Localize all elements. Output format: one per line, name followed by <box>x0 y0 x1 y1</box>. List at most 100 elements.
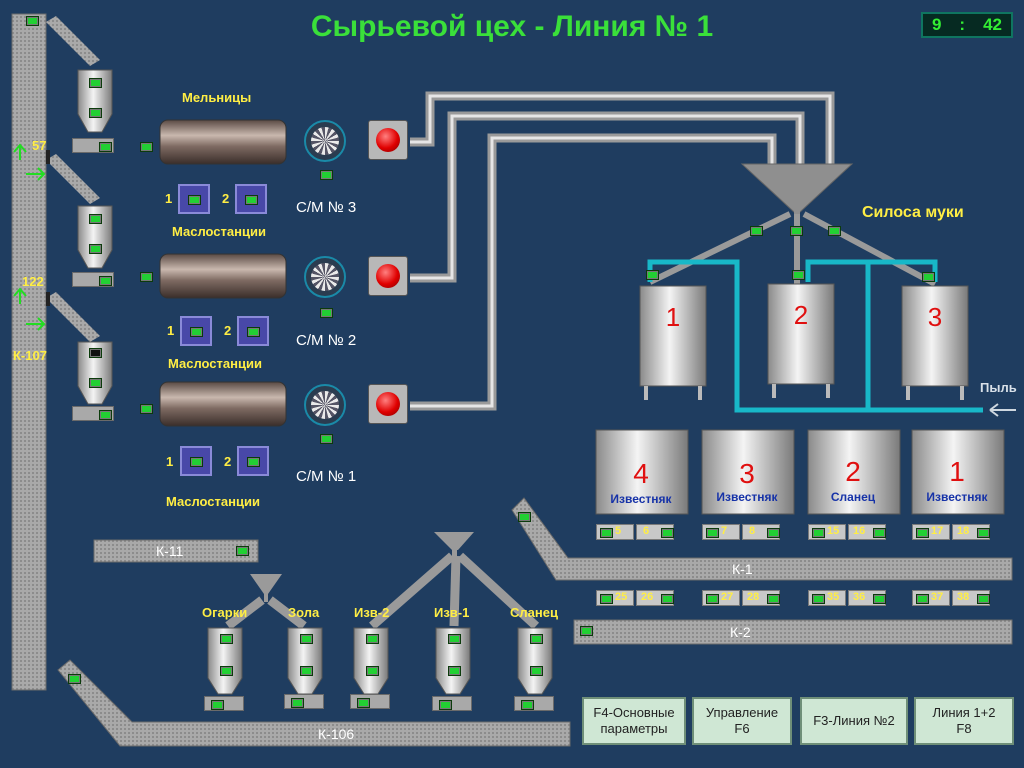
gate-cell[interactable]: 26 <box>636 590 674 606</box>
clock-hours: 9 <box>931 15 942 34</box>
feeder-number: 15 <box>827 525 840 537</box>
hopper-ogarki <box>207 627 243 695</box>
flour-silo-3-led[interactable] <box>922 272 935 282</box>
silo1-feeder[interactable] <box>72 138 114 153</box>
hopper-izv2-led-top[interactable] <box>366 634 379 644</box>
bunker-3 <box>701 429 795 515</box>
gate-pair-bunker2: 35 36 <box>808 590 886 606</box>
flour-branch-1-led[interactable] <box>750 226 763 236</box>
hopper-zola-led-bottom[interactable] <box>300 666 313 676</box>
f3-line2-button[interactable]: F3-Линия №2 <box>800 697 908 745</box>
gate-cell[interactable]: 35 <box>808 590 846 606</box>
hopper-ogarki-feeder[interactable] <box>204 696 244 711</box>
feeder-cell[interactable]: 17 <box>912 524 950 540</box>
hopper-ogarki-led-bottom[interactable] <box>220 666 233 676</box>
silo1-led-bottom[interactable] <box>89 108 102 118</box>
flour-silo-1-led[interactable] <box>646 270 659 280</box>
feeder-cell[interactable]: 8 <box>742 524 780 540</box>
mill3-oilstation-1-led <box>188 195 201 205</box>
mill1-fan-icon[interactable] <box>304 384 346 426</box>
feeder-number: 16 <box>853 525 866 537</box>
mill3-oilstation-2[interactable] <box>235 184 267 214</box>
silo3-feeder[interactable] <box>72 406 114 421</box>
mill3-oilstation-1[interactable] <box>178 184 210 214</box>
f8-line1-2-button[interactable]: Линия 1+2 F8 <box>914 697 1014 745</box>
mill2-stop-button[interactable] <box>368 256 408 296</box>
hopper-izv2-feeder[interactable] <box>350 694 390 709</box>
mill1-stop-button[interactable] <box>368 384 408 424</box>
hopper-zola-led-top[interactable] <box>300 634 313 644</box>
flour-silo-2-led[interactable] <box>792 270 805 280</box>
mill1-oil-label: Маслостанции <box>166 494 260 509</box>
mill3-stop-button[interactable] <box>368 120 408 160</box>
mill3-fan-icon[interactable] <box>304 120 346 162</box>
mill3-fan-led[interactable] <box>320 170 333 180</box>
mill2-oilstation-2[interactable] <box>237 316 269 346</box>
feeder-cell[interactable]: 16 <box>848 524 886 540</box>
hopper-ogarki-led-top[interactable] <box>220 634 233 644</box>
silo1-led-top[interactable] <box>89 78 102 88</box>
flour-branch-2-led[interactable] <box>790 226 803 236</box>
mill2-fan-icon[interactable] <box>304 256 346 298</box>
flour-branch-3-led[interactable] <box>828 226 841 236</box>
conveyor-k106 <box>57 659 571 747</box>
silo2-led-bottom[interactable] <box>89 244 102 254</box>
mill-drum-1 <box>159 381 287 427</box>
gate-cell[interactable]: 38 <box>952 590 990 606</box>
feeder-cell[interactable]: 6 <box>636 524 674 540</box>
conveyor-k2 <box>573 619 1013 645</box>
gate-cell[interactable]: 37 <box>912 590 950 606</box>
hopper-izv2-label: Изв-2 <box>354 605 390 620</box>
silo3-led-bottom[interactable] <box>89 378 102 388</box>
gate-cell[interactable]: 25 <box>596 590 634 606</box>
mill1-name: С/М № 1 <box>296 468 357 485</box>
mill3-feed-led[interactable] <box>140 142 153 152</box>
hopper-izv2-led-bottom[interactable] <box>366 666 379 676</box>
gate-cell[interactable]: 28 <box>742 590 780 606</box>
hopper-slanets-led-bottom[interactable] <box>530 666 543 676</box>
hopper-izv1-led-top[interactable] <box>448 634 461 644</box>
silo2-feeder[interactable] <box>72 272 114 287</box>
hopper-zola-feeder[interactable] <box>284 694 324 709</box>
feeder-cell[interactable]: 15 <box>808 524 846 540</box>
left-silo-1 <box>77 69 113 133</box>
status-led-k107-top[interactable] <box>26 16 39 26</box>
conveyor-k1-led[interactable] <box>518 512 531 522</box>
feeder-number: 18 <box>957 525 970 537</box>
feeder-cell[interactable]: 7 <box>702 524 740 540</box>
mill1-fan-led[interactable] <box>320 434 333 444</box>
mill2-fan-led[interactable] <box>320 308 333 318</box>
feeder-pair-bunker2: 15 16 <box>808 524 886 540</box>
silo2-led-top[interactable] <box>89 214 102 224</box>
mill3-oil2-label: 2 <box>222 191 230 206</box>
gate-number: 36 <box>853 591 866 603</box>
mill2-oilstation-2-led <box>247 327 260 337</box>
silo3-led-top[interactable] <box>89 348 102 358</box>
mill2-oilstation-1[interactable] <box>180 316 212 346</box>
hopper-slanets-feeder[interactable] <box>514 696 554 711</box>
hopper-izv1-led-bottom[interactable] <box>448 666 461 676</box>
flour-hopper <box>740 163 854 213</box>
conveyor-k107-label: К-107 <box>13 348 47 363</box>
conveyor-k11-led[interactable] <box>236 546 249 556</box>
conveyor-k106-led[interactable] <box>68 674 81 684</box>
conveyor-k1-label: К-1 <box>732 561 753 577</box>
gate-cell[interactable]: 36 <box>848 590 886 606</box>
mill1-feed-led[interactable] <box>140 404 153 414</box>
gate-number: 37 <box>931 591 944 603</box>
hopper-slanets-led-top[interactable] <box>530 634 543 644</box>
f4-main-parameters-button[interactable]: F4-Основные параметры <box>582 697 686 745</box>
feeder-cell[interactable]: 18 <box>952 524 990 540</box>
feeder-cell[interactable]: 5 <box>596 524 634 540</box>
hopper-izv1-feeder[interactable] <box>432 696 472 711</box>
f6-control-button[interactable]: Управление F6 <box>692 697 792 745</box>
bunker-3-number: 3 <box>739 458 755 489</box>
mill2-feed-led[interactable] <box>140 272 153 282</box>
mill1-oilstation-1[interactable] <box>180 446 212 476</box>
conveyor-k2-led[interactable] <box>580 626 593 636</box>
feeder-number: 17 <box>931 525 944 537</box>
mill1-oilstation-2[interactable] <box>237 446 269 476</box>
silo1-feeder-led <box>99 142 112 152</box>
gate-cell[interactable]: 27 <box>702 590 740 606</box>
